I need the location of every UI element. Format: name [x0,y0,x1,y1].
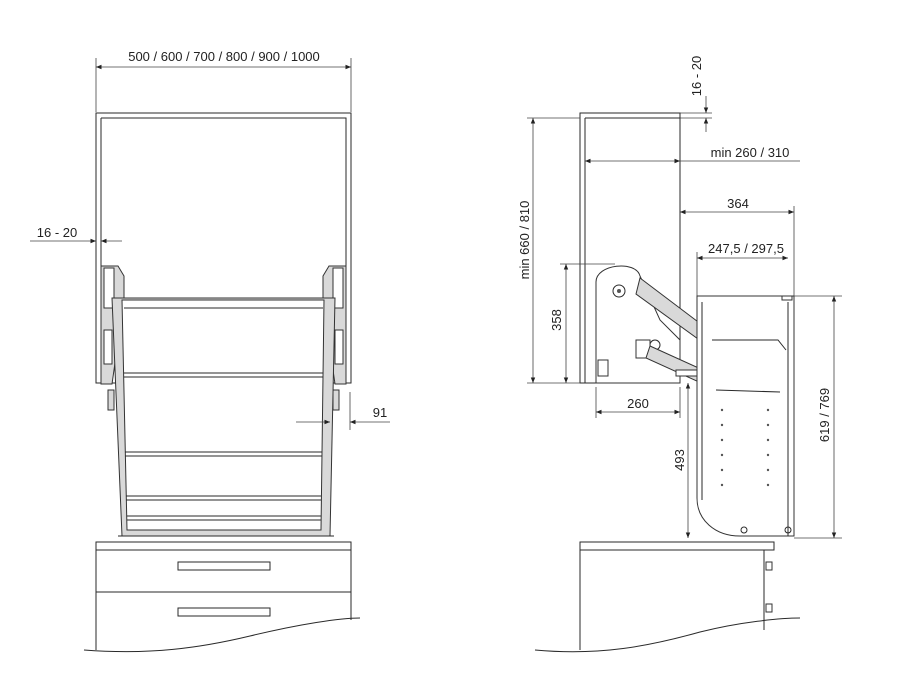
top-thickness-label: 16 - 20 [689,56,704,96]
depth-dimension: min 260 / 310 [585,145,800,164]
basket-depth-label: 247,5 / 297,5 [708,241,784,256]
basket-depth-dimension: 247,5 / 297,5 [696,241,788,296]
depth-label: min 260 / 310 [711,145,790,160]
mechanism-height-dimension: 358 [549,263,615,383]
basket-height-dimension: 619 / 769 [794,295,842,539]
cabinet-height-dimension: min 660 / 810 [517,117,580,384]
reach-dimension: 364 [680,196,795,296]
width-dimension-label: 500 / 600 / 700 / 800 / 900 / 1000 [128,49,320,64]
drop-dimension: 493 [672,383,691,538]
left-lift-mechanism [100,265,125,411]
side-thickness-dimension: 16 - 20 [30,225,122,244]
side-thickness-label: 16 - 20 [37,225,77,240]
basket-height-label: 619 / 769 [817,388,832,442]
front-view: 500 / 600 / 700 / 800 / 900 / 1000 16 - … [30,49,390,653]
reach-label: 364 [727,196,749,211]
drop-label: 493 [672,449,687,471]
width-dimension: 500 / 600 / 700 / 800 / 900 / 1000 [95,49,352,112]
mechanism-height-label: 358 [549,309,564,331]
mechanism-depth-dimension: 260 [595,387,681,418]
cabinet-height-label: min 660 / 810 [517,201,532,280]
side-basket [696,295,795,537]
offset-dimension: 91 [296,392,390,430]
drawer-handle [177,561,271,571]
side-base-cabinet [534,541,801,653]
offset-label: 91 [373,405,387,420]
side-view: 16 - 20 min 260 / 310 364 247,5 / 297,5 [517,56,842,653]
top-thickness-dimension: 16 - 20 [680,56,712,132]
drawer-handle [177,607,271,617]
base-cabinet [83,541,361,653]
mechanism-depth-label: 260 [627,396,649,411]
pull-down-basket [111,297,336,537]
